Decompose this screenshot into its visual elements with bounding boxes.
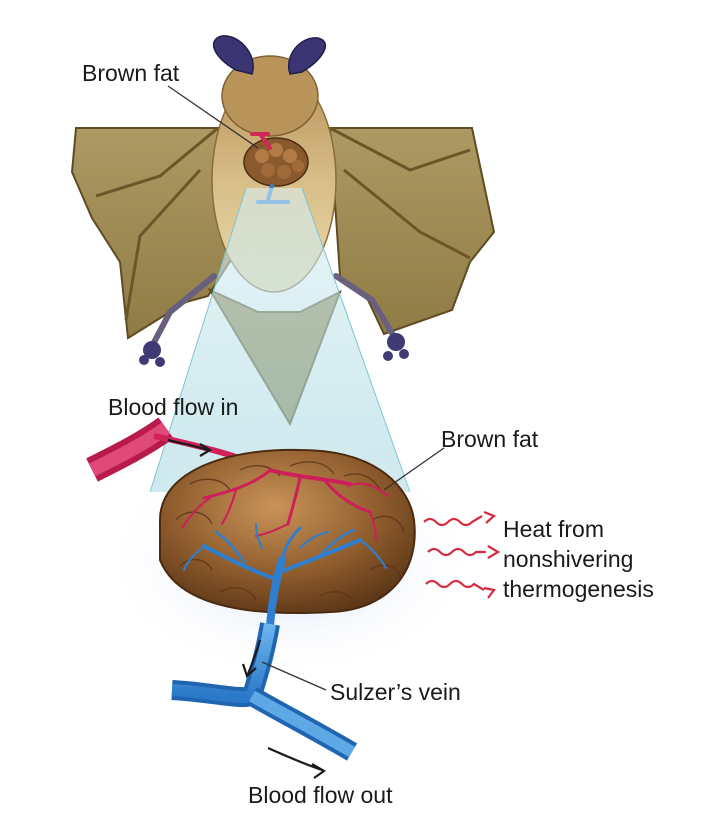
right-wing (328, 127, 496, 336)
leader-brown-fat-top (167, 85, 259, 149)
label-heat-line2: nonshivering (503, 546, 634, 572)
leader-brown-fat-right (383, 447, 445, 491)
brown-fat-enlarged (159, 448, 416, 630)
label-brown-fat-right: Brown fat (441, 426, 539, 452)
label-heat-line1: Heat from (503, 516, 604, 542)
label-blood-flow-out: Blood flow out (248, 782, 393, 808)
left-wing (70, 127, 234, 340)
zoom-beam (150, 188, 410, 492)
leader-vein (261, 661, 327, 691)
label-heat: Heat from nonshivering thermogenesis (503, 514, 654, 604)
flow-arrow-vein-down (241, 639, 262, 678)
flow-arrow-out (267, 746, 327, 779)
label-sulzers-vein: Sulzer’s vein (330, 679, 461, 705)
flow-arrow-in (167, 438, 213, 457)
right-ear (287, 37, 326, 75)
label-blood-flow-in: Blood flow in (108, 394, 239, 420)
heat-arrows (423, 510, 501, 599)
bat-head (221, 55, 319, 137)
left-ear (212, 35, 254, 75)
label-brown-fat-top: Brown fat (82, 60, 180, 86)
label-heat-line3: thermogenesis (503, 576, 654, 602)
